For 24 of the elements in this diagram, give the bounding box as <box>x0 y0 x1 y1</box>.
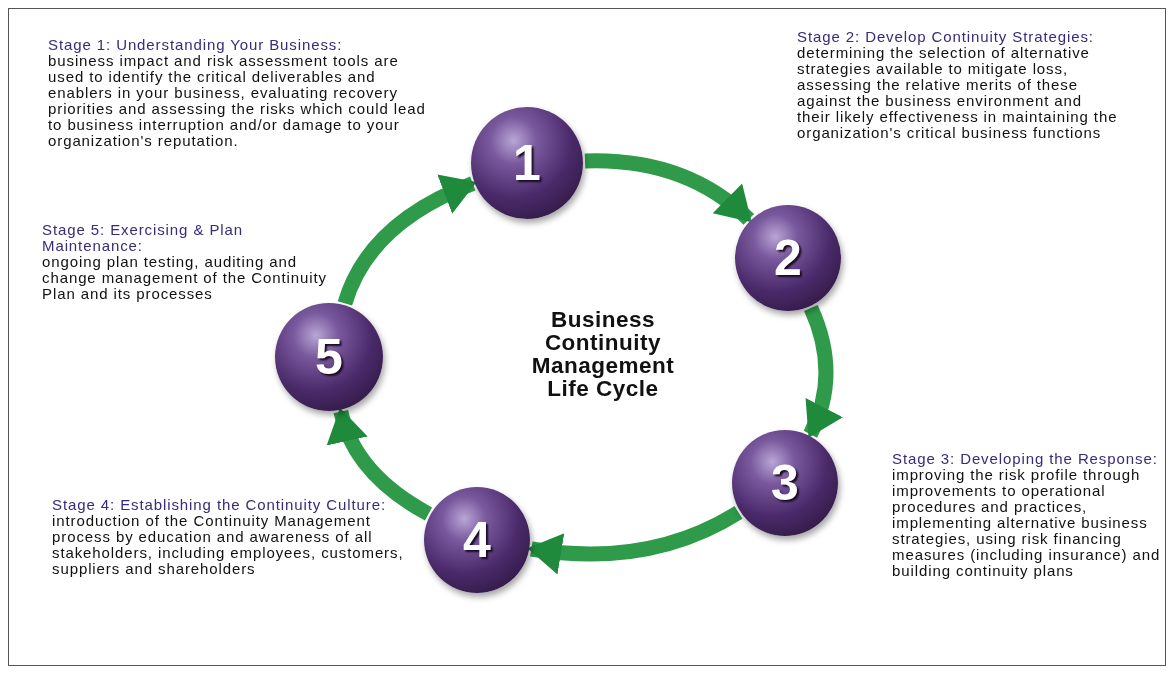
curved-arrow <box>584 153 754 225</box>
stage-circle <box>732 430 838 536</box>
curved-arrow <box>527 505 743 574</box>
stage-description: introduction of the Continuity Management process by education and awareness of all stakeholders, including employees, customers, suppliers and shareholders <box>52 513 405 577</box>
stage-number: 1 <box>513 138 541 188</box>
stage-number: 3 <box>771 458 799 508</box>
stage-circle <box>735 205 841 311</box>
stage-description: business impact and risk assessment tools are used to identify the critical deliverables and enablers in your business, evaluating recovery priorities and assessing the risks which could lead to business interruption and/or damage to your organization's reputation. <box>48 53 427 149</box>
stage-number: 4 <box>463 515 491 565</box>
stage-circle <box>275 303 383 411</box>
stage-heading: Stage 5: Exercising & Plan Maintenance: <box>42 222 244 254</box>
curved-arrow <box>803 305 843 438</box>
stage-number: 5 <box>315 332 343 382</box>
stage-heading: Stage 2: Develop Continuity Strategies: <box>797 29 1095 45</box>
curved-arrow <box>337 175 477 306</box>
stage-heading: Stage 4: Establishing the Continuity Culture: <box>52 497 387 513</box>
stage-description: improving the risk profile through improvements to operational procedures and practices, implementing alternative business strategies, using risk financing measures (including insurance) and building continuity plans <box>892 467 1162 579</box>
stage-number: 2 <box>774 233 802 283</box>
stage-circle <box>424 487 530 593</box>
stage-description: ongoing plan testing, auditing and change management of the Continuity Plan and its processes <box>42 254 328 302</box>
stage-heading: Stage 3: Developing the Response: <box>892 451 1159 467</box>
stage-heading: Stage 1: Understanding Your Business: <box>48 37 344 53</box>
stage-description: determining the selection of alternative strategies available to mitigate loss, assessing the relative merits of these against the business environment and their likely effectiveness in maintaining the organization's critical business functions <box>797 45 1119 141</box>
diagram-title: Business Continuity Management Life Cycle <box>530 308 676 400</box>
